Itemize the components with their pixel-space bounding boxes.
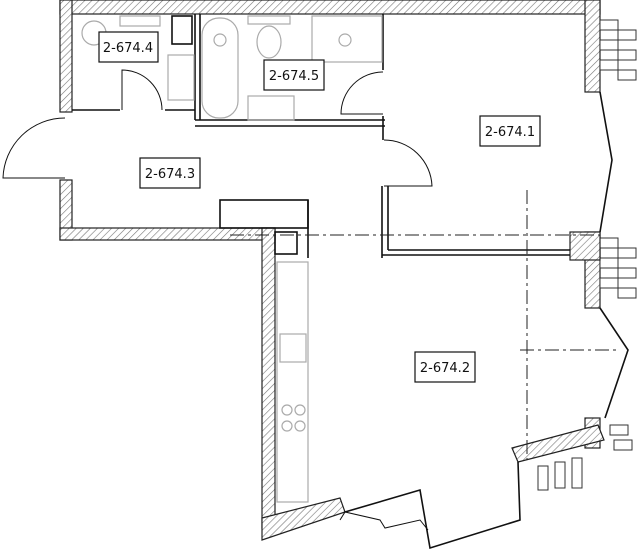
doors bbox=[2, 69, 433, 187]
window-line bbox=[599, 91, 613, 233]
room-label-2-674-1: 2-674.1 bbox=[479, 115, 541, 147]
room-label-2-674-2: 2-674.2 bbox=[414, 351, 476, 383]
fixtures bbox=[81, 15, 383, 503]
room-number: 2-674.3 bbox=[145, 167, 195, 182]
room-number: 2-674.1 bbox=[485, 125, 535, 140]
facade-bricks bbox=[537, 19, 637, 491]
room-number: 2-674.4 bbox=[103, 41, 153, 56]
room-label-2-674-3: 2-674.3 bbox=[139, 157, 201, 189]
room-label-2-674-4: 2-674.4 bbox=[98, 31, 159, 63]
room-label-2-674-5: 2-674.5 bbox=[263, 59, 325, 91]
interior-walls bbox=[72, 14, 570, 258]
room-number: 2-674.5 bbox=[269, 69, 319, 84]
room-number: 2-674.2 bbox=[420, 361, 470, 376]
exterior-walls bbox=[59, 0, 605, 541]
